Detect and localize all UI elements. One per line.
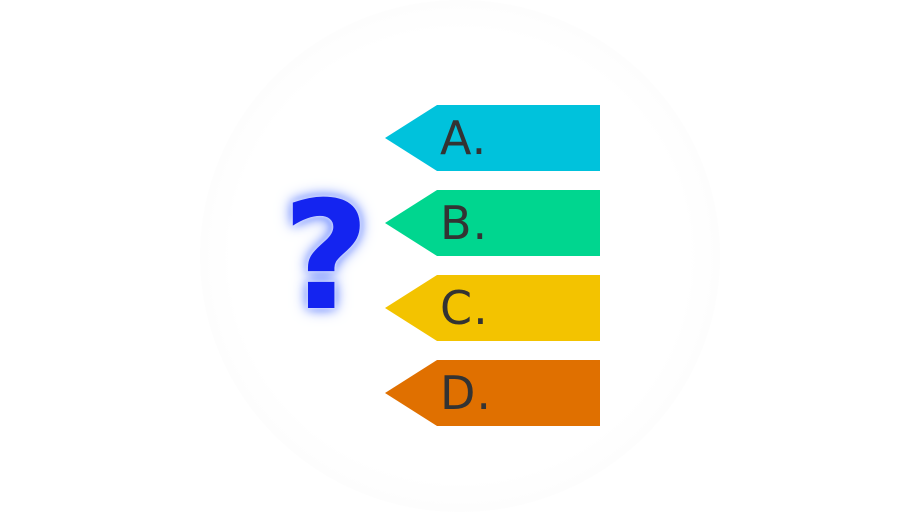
option-label-b: B. [440, 196, 489, 250]
option-label-c: C. [440, 281, 489, 335]
option-label-a: A. [440, 111, 488, 165]
option-tag-c[interactable]: C. [385, 275, 600, 341]
question-mark-icon: ? [282, 170, 370, 344]
circle-backdrop [200, 0, 720, 512]
option-label-d: D. [440, 366, 493, 420]
option-tag-a[interactable]: A. [385, 105, 600, 171]
option-tag-b[interactable]: B. [385, 190, 600, 256]
option-tag-d[interactable]: D. [385, 360, 600, 426]
